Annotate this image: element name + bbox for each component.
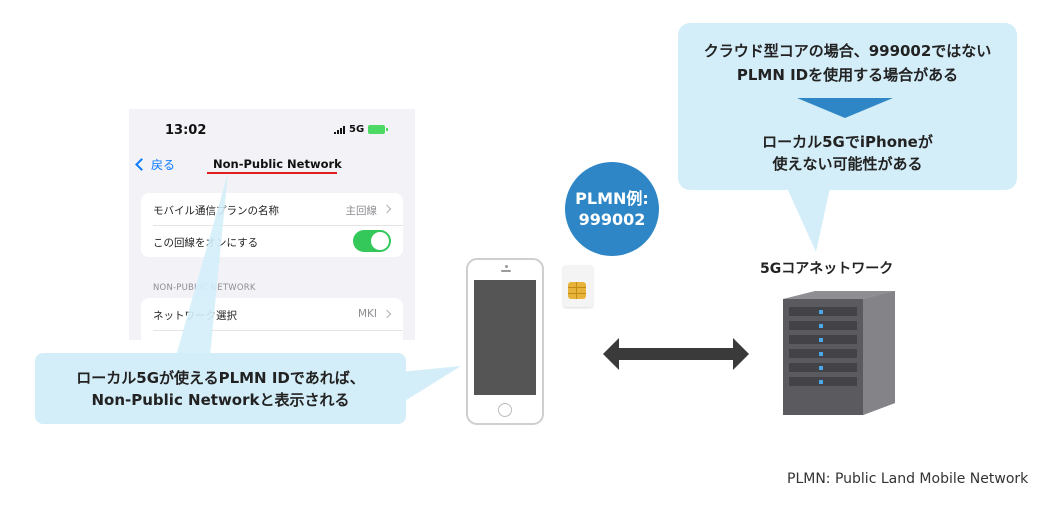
network-type: 5G xyxy=(349,124,365,135)
chevron-left-icon xyxy=(135,158,148,171)
down-triangle-icon xyxy=(797,98,893,118)
settings-row-network-select[interactable]: ネットワーク選択 MKI xyxy=(141,298,403,331)
plmn-badge: PLMN例: 999002 xyxy=(565,162,659,256)
plmn-badge-line1: PLMN例: xyxy=(575,189,649,208)
signal-icon xyxy=(334,125,345,134)
row-value: 主回線 xyxy=(345,205,378,217)
row-label: モバイル通信プランの名称 xyxy=(153,205,279,217)
chevron-right-icon xyxy=(382,204,392,214)
nav-title: Non-Public Network xyxy=(213,157,342,171)
title-highlight-underline xyxy=(207,172,337,174)
row-label: この回線をオンにする xyxy=(153,237,259,249)
double-arrow-icon xyxy=(603,338,749,370)
chevron-right-icon xyxy=(382,309,392,319)
core-network-label: 5Gコアネットワーク xyxy=(760,261,894,277)
section-header: NON-PUBLIC NETWORK xyxy=(153,283,256,293)
settings-row-plan-name[interactable]: モバイル通信プランの名称 主回線 xyxy=(141,193,403,226)
callout-right-line2: PLMN IDを使用する場合がある xyxy=(736,66,959,84)
back-button[interactable]: 戻る xyxy=(135,156,176,173)
settings-group-line: モバイル通信プランの名称 主回線 この回線をオンにする xyxy=(141,193,403,257)
callout-right-bottom-text: ローカル5GでiPhoneが 使えない可能性がある xyxy=(678,131,1017,175)
sim-card-icon xyxy=(563,265,593,307)
row-value: MKI xyxy=(357,308,377,320)
row-divider xyxy=(153,225,403,226)
callout-left-line1: ローカル5Gが使えるPLMN IDであれば、 xyxy=(76,368,365,387)
camera-dot xyxy=(505,265,508,268)
speaker-slot xyxy=(501,270,511,272)
callout-left-line2: Non-Public Networkと表示される xyxy=(91,390,350,409)
plmn-badge-line2: 999002 xyxy=(578,210,646,229)
status-time: 13:02 xyxy=(165,123,207,138)
device-screen xyxy=(474,280,536,395)
back-label: 戻る xyxy=(151,158,176,172)
settings-screenshot: 13:02 5G 戻る Non-Public Network モバイル通信プラン… xyxy=(129,109,415,340)
row-divider xyxy=(153,330,403,331)
callout-right-line1: クラウド型コアの場合、999002ではない xyxy=(703,42,992,60)
sim-chip xyxy=(568,282,586,299)
home-button xyxy=(498,403,512,417)
callout-right-line4: 使えない可能性がある xyxy=(772,155,923,173)
settings-row-line-toggle: この回線をオンにする xyxy=(141,225,403,257)
status-bar-right: 5G xyxy=(334,124,389,135)
line-on-toggle[interactable] xyxy=(353,230,391,252)
row-label: ネットワーク選択 xyxy=(153,310,237,322)
server-icon xyxy=(783,291,895,415)
battery-charging-icon xyxy=(368,125,389,134)
smartphone-icon xyxy=(466,258,544,425)
callout-right-line3: ローカル5GでiPhoneが xyxy=(762,133,933,151)
footnote: PLMN: Public Land Mobile Network xyxy=(787,471,1029,487)
settings-group-npn: ネットワーク選択 MKI xyxy=(141,298,403,340)
callout-left: ローカル5Gが使えるPLMN IDであれば、 Non-Public Networ… xyxy=(35,353,406,424)
callout-right: クラウド型コアの場合、999002ではない PLMN IDを使用する場合がある … xyxy=(678,23,1017,190)
callout-right-top-text: クラウド型コアの場合、999002ではない PLMN IDを使用する場合がある xyxy=(678,39,1017,87)
